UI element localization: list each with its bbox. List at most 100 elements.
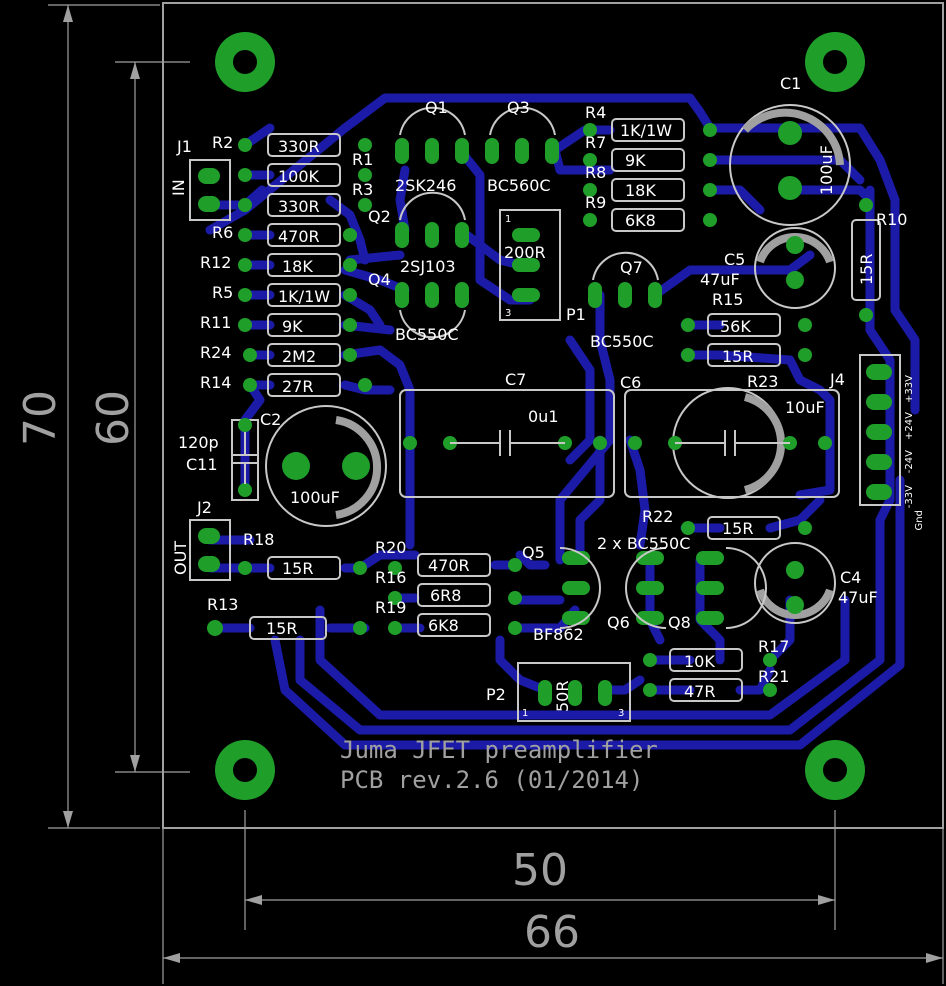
value-r10: 15R [857, 254, 876, 285]
pads [207, 121, 873, 697]
value-r11: 9K [282, 317, 303, 336]
cap-symbols [233, 430, 790, 484]
value-r21: 47R [684, 682, 715, 701]
label-j1: J1 [176, 137, 192, 156]
value-r12: 18K [282, 257, 313, 276]
value-c1: 100uF [817, 145, 836, 195]
transistor-pads [198, 138, 892, 706]
label-r1: R1 [352, 150, 373, 169]
label-r19: R19 [375, 598, 406, 617]
value-r1: 100K [278, 167, 320, 186]
label-c6: C6 [620, 373, 641, 392]
j4-pin-gnd: Gnd [914, 510, 925, 530]
j4-pin-plus24: +24V [904, 412, 915, 440]
label-r2: R2 [212, 133, 233, 152]
label-r14: R14 [200, 373, 231, 392]
label-c5: C5 [724, 250, 745, 269]
label-out: OUT [171, 541, 190, 575]
label-r23: R23 [747, 372, 778, 391]
label-r12: R12 [200, 253, 231, 272]
label-r5: R5 [212, 283, 233, 302]
label-q4: Q4 [368, 270, 391, 289]
dim-height-inner: 60 [88, 390, 139, 446]
label-p2: P2 [486, 685, 506, 704]
dim-width-outer: 66 [524, 907, 580, 958]
label-q7: Q7 [620, 258, 643, 277]
label-c4: C4 [840, 568, 861, 587]
j4-pin-plus33: +33V [904, 375, 915, 403]
value-r4: 1K/1W [620, 121, 672, 140]
label-r10: R10 [876, 210, 907, 229]
value-q7: BC550C [590, 332, 654, 351]
label-q1: Q1 [425, 98, 448, 117]
value-r18: 15R [282, 559, 313, 578]
label-c7: C7 [505, 370, 526, 389]
label-p1: P1 [566, 305, 586, 324]
value-r15: 56K [720, 317, 751, 336]
value-c5: 47uF [700, 270, 740, 289]
label-j2: J2 [196, 498, 212, 517]
value-r19: 6K8 [428, 616, 459, 635]
dimension-arrows [63, 5, 943, 963]
value-r6: 470R [278, 227, 320, 246]
value-c11: 120p [178, 433, 219, 452]
label-r21: R21 [758, 667, 789, 686]
p1-pin1: 1 [505, 214, 511, 225]
p1-pin3: 3 [505, 308, 511, 319]
value-r9: 6K8 [625, 211, 656, 230]
value-c6: 10uF [785, 398, 825, 417]
dimension-lines [48, 4, 944, 984]
value-q5: BF862 [533, 625, 584, 644]
value-q1: 2SK246 [395, 176, 456, 195]
label-q2: Q2 [368, 207, 391, 226]
value-r5: 1K/1W [278, 287, 330, 306]
value-r2: 330R [278, 137, 320, 156]
value-q68: 2 x BC550C [597, 534, 690, 553]
j4-pin-minus33: -33V [904, 485, 915, 508]
board-title: Juma JFET preamplifier [340, 736, 658, 764]
value-q2: 2SJ103 [400, 257, 456, 276]
value-r22: 15R [722, 519, 753, 538]
value-c7: 0u1 [528, 407, 559, 426]
value-r17: 10K [684, 652, 715, 671]
value-c4: 47uF [838, 588, 878, 607]
value-r13: 15R [266, 619, 297, 638]
value-c2: 100uF [290, 488, 340, 507]
value-r20: 470R [428, 556, 470, 575]
label-r17: R17 [758, 637, 789, 656]
silkscreen [189, 104, 901, 722]
value-r14: 27R [282, 377, 313, 396]
label-c2: C2 [260, 410, 281, 429]
label-r18: R18 [243, 530, 274, 549]
label-r15: R15 [712, 290, 743, 309]
j4-pin-minus24: -24V [904, 450, 915, 473]
component-labels: J1 IN J2 OUT J4 +33V +24V -24V -33V Gnd … [169, 74, 925, 719]
label-r7: R7 [585, 133, 606, 152]
label-r9: R9 [585, 193, 606, 212]
board-outline [162, 2, 944, 829]
label-r24: R24 [200, 343, 231, 362]
label-r20: R20 [375, 538, 406, 557]
resistor-bodies [249, 118, 881, 702]
value-p2: 50R [553, 681, 572, 712]
p2-pin3: 3 [618, 708, 624, 719]
value-r8: 18K [625, 181, 656, 200]
label-c11: C11 [186, 455, 218, 474]
copper-traces [205, 93, 920, 750]
transistor-outlines [399, 106, 767, 629]
label-r8: R8 [585, 163, 606, 182]
dim-height-outer: 70 [15, 390, 66, 446]
label-q3: Q3 [507, 98, 530, 117]
dim-width-inner: 50 [512, 845, 568, 896]
board-revision: PCB rev.2.6 (01/2014) [340, 766, 643, 794]
mounting-holes [215, 32, 865, 800]
label-r16: R16 [375, 568, 406, 587]
value-r24: 2M2 [282, 347, 316, 366]
label-in: IN [169, 179, 188, 196]
label-r11: R11 [200, 313, 231, 332]
label-q8: Q8 [668, 613, 691, 632]
value-r3: 330R [278, 197, 320, 216]
label-j4: J4 [829, 370, 845, 389]
value-r23: 15R [722, 347, 753, 366]
